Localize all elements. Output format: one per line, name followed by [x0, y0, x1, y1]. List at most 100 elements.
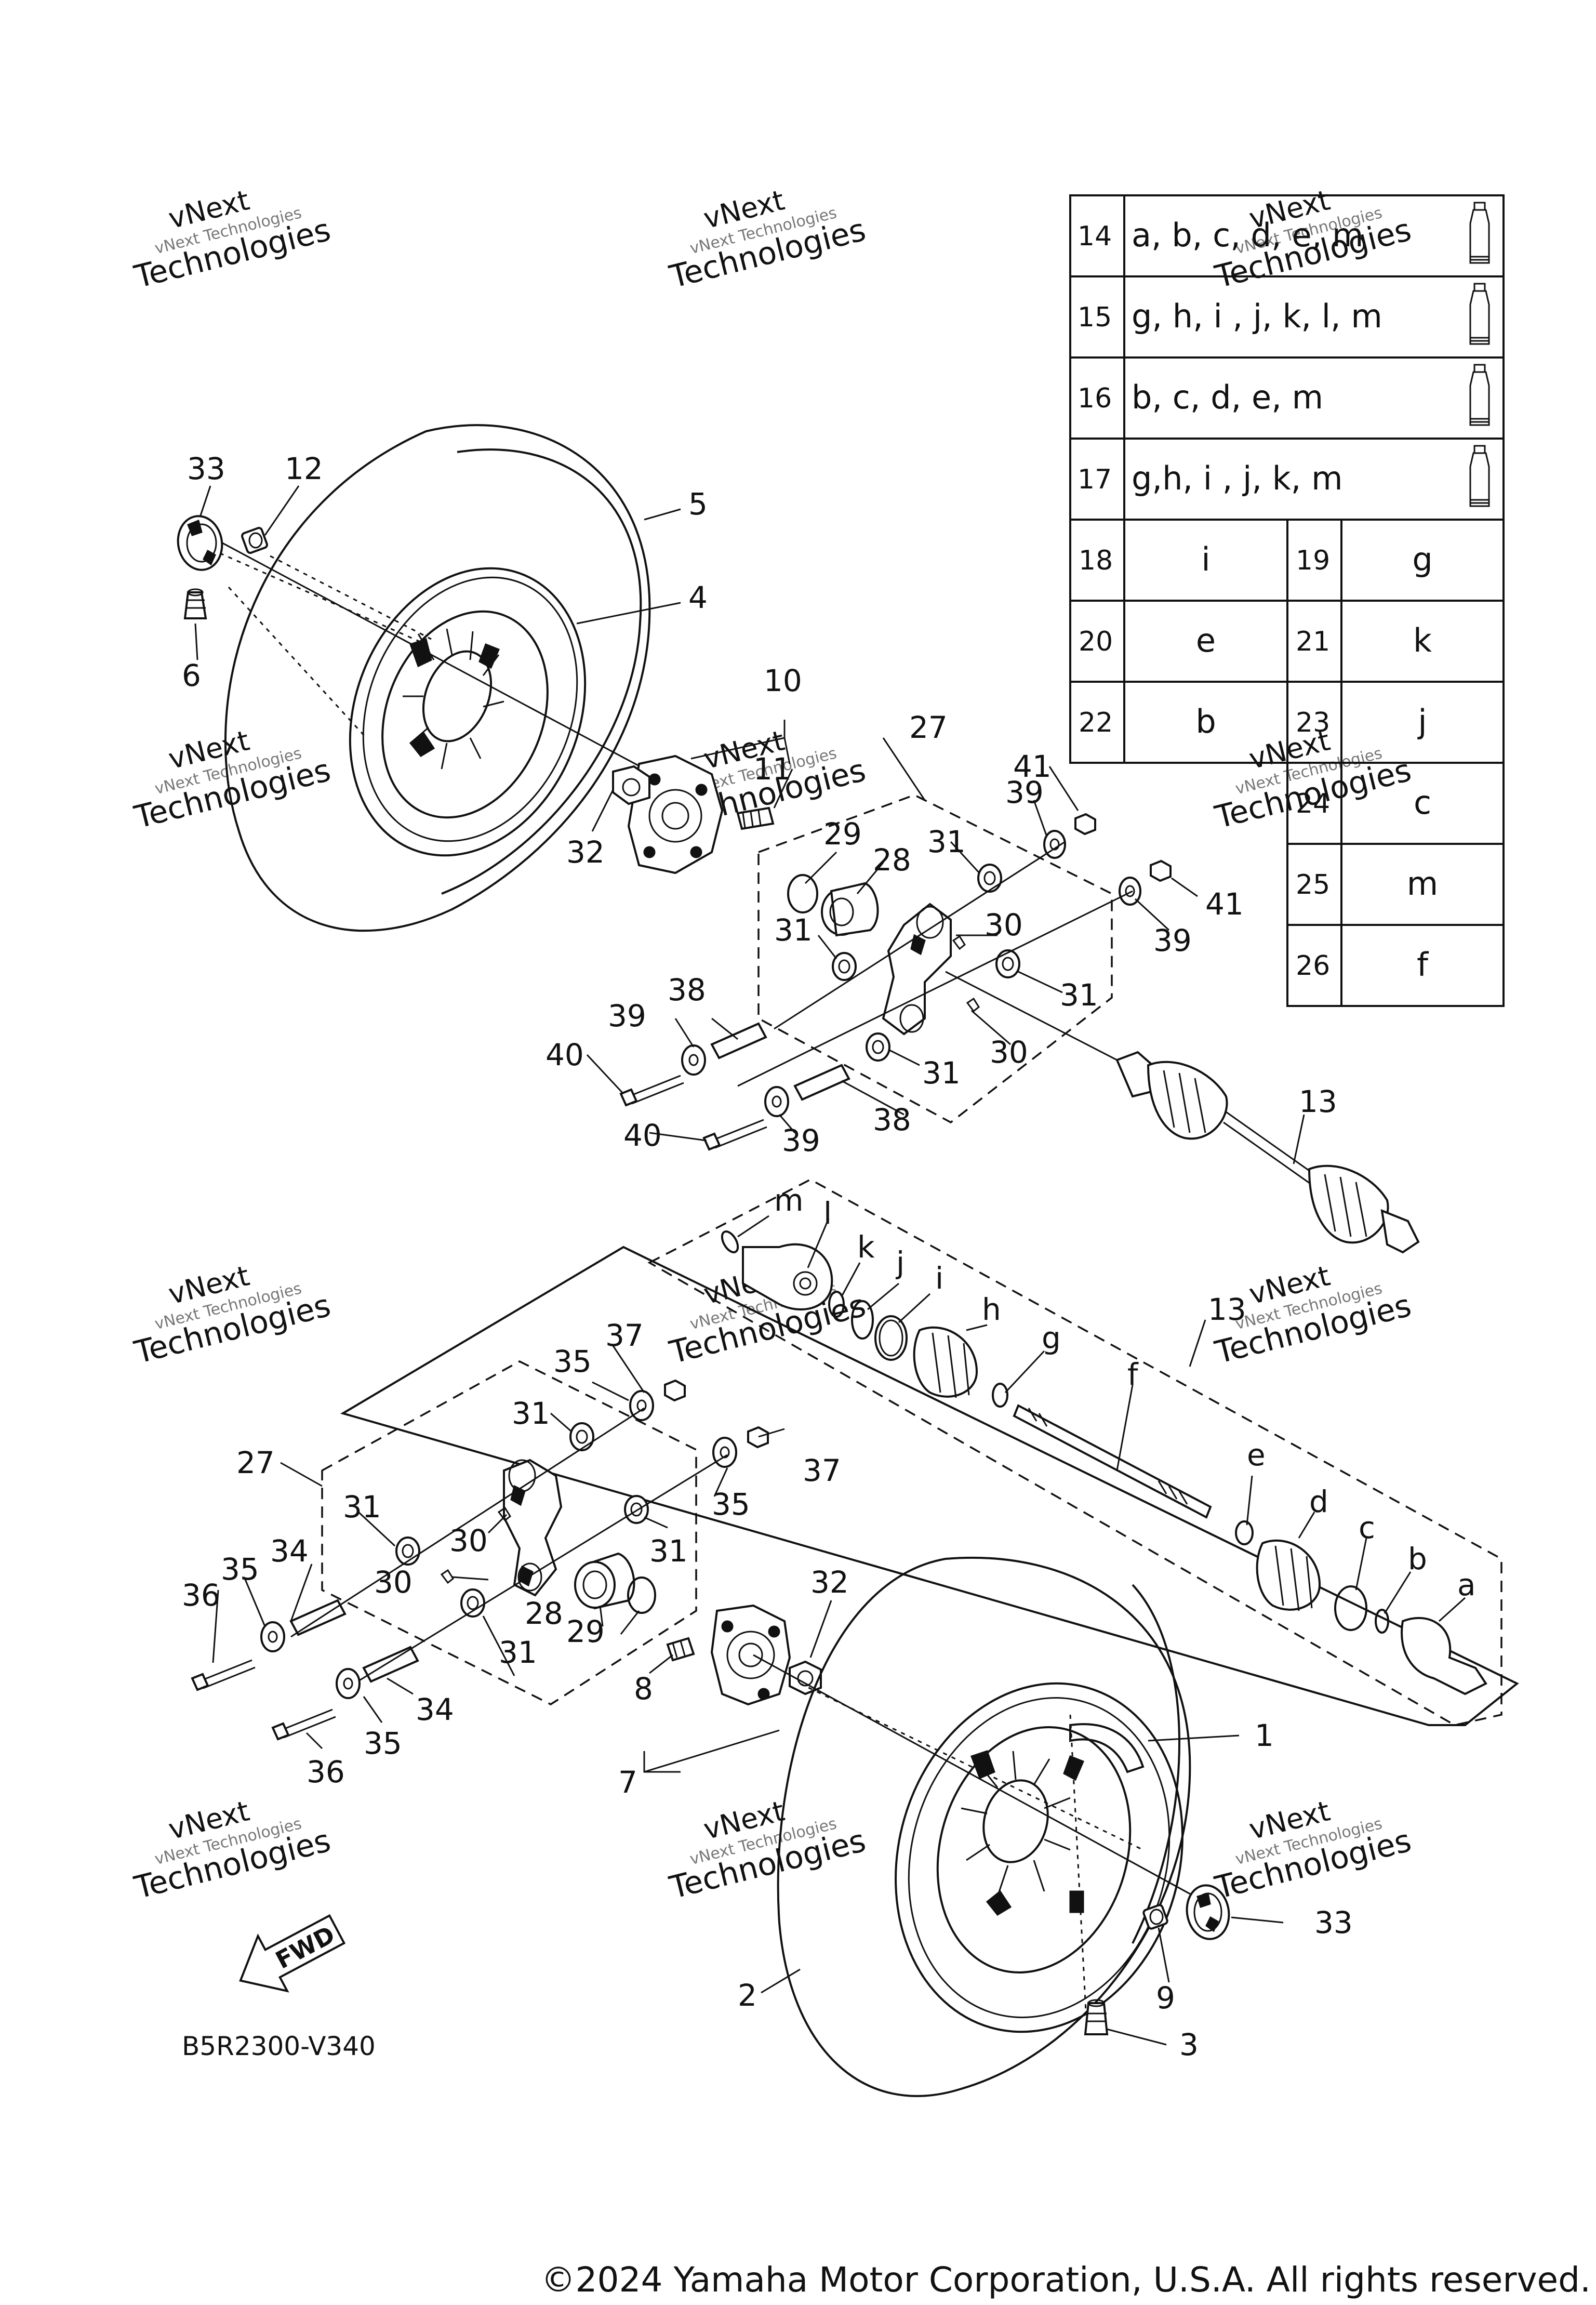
- svg-text:g,h, i , j, k, m: g,h, i , j, k, m: [1132, 459, 1342, 497]
- callout-4: 4: [688, 580, 708, 615]
- callout-7: 7: [618, 1765, 637, 1800]
- valve-stem-lower: [1084, 1999, 1109, 2035]
- bolt: [619, 1075, 684, 1107]
- drive-shaft-upper: [945, 971, 1420, 1254]
- label-e: e: [1247, 1437, 1266, 1473]
- svg-text:17: 17: [1078, 464, 1112, 495]
- washer: [260, 1621, 285, 1652]
- svg-text:i: i: [1201, 540, 1210, 578]
- callout-38: 38: [668, 972, 706, 1008]
- label-f: f: [1127, 1357, 1139, 1392]
- leader-lines: [194, 485, 1466, 2046]
- collar: [793, 1064, 850, 1101]
- label-g: g: [1042, 1320, 1061, 1356]
- nut: [1150, 859, 1172, 882]
- fwd-arrow-icon: FWD: [239, 1914, 346, 1993]
- collar: [362, 1646, 419, 1683]
- upper-arm-assembly: [619, 794, 1172, 1151]
- callout-38: 38: [873, 1102, 911, 1137]
- label-h: h: [982, 1292, 1001, 1327]
- label-l: l: [823, 1196, 832, 1231]
- legend-row-26: 26 f: [1296, 946, 1429, 984]
- legend-row-25: 25 m: [1296, 865, 1438, 903]
- washer: [712, 1437, 737, 1468]
- callout-31: 31: [922, 1055, 961, 1091]
- svg-text:23: 23: [1296, 707, 1330, 738]
- legend-row-22-23: 22 b 23 j: [1079, 703, 1427, 740]
- callout-35: 35: [221, 1552, 259, 1587]
- center-cap-lower: [1186, 1884, 1230, 1940]
- callout-40: 40: [623, 1118, 662, 1153]
- callout-33: 33: [1314, 1905, 1353, 1940]
- callout-5: 5: [688, 486, 708, 522]
- bearing-upper: [821, 882, 879, 937]
- callout-34: 34: [270, 1533, 309, 1569]
- cotter-pin: [966, 997, 980, 1013]
- svg-text:20: 20: [1079, 626, 1113, 657]
- hub-stud-upper: [736, 806, 775, 830]
- bushing: [866, 1032, 890, 1062]
- label-d: d: [1309, 1484, 1328, 1519]
- watermark: vNext vNext Technologies Technologies: [666, 1794, 869, 1906]
- wheel-hub-upper: [627, 754, 724, 875]
- grease-tube-icon: [1469, 202, 1490, 264]
- callout-10: 10: [764, 663, 802, 698]
- callout-29: 29: [566, 1614, 605, 1649]
- callout-30: 30: [990, 1035, 1028, 1070]
- bolt: [191, 1659, 256, 1691]
- cotter-pin: [952, 935, 966, 950]
- watermark: vNext vNext Technologies Technologies: [130, 1794, 334, 1906]
- callout-35: 35: [553, 1344, 592, 1379]
- legend-row-16: 16 b, c, d, e, m: [1078, 364, 1490, 426]
- bushing: [995, 949, 1020, 978]
- callout-30: 30: [374, 1565, 413, 1600]
- svg-text:22: 22: [1079, 707, 1113, 738]
- svg-text:b: b: [1195, 703, 1216, 740]
- callout-3: 3: [1179, 2027, 1199, 2062]
- watermark: vNext vNext Technologies Technologies: [666, 183, 869, 295]
- axle-nut-lower: [789, 1660, 822, 1695]
- svg-text:e: e: [1196, 621, 1216, 659]
- grease-tube-icon: [1469, 283, 1490, 345]
- svg-text:g: g: [1412, 540, 1432, 578]
- svg-text:15: 15: [1078, 302, 1112, 333]
- watermark: vNext vNext Technologies Technologies: [130, 1259, 334, 1371]
- callout-39: 39: [608, 998, 646, 1034]
- callout-numbers: 33 12 5 4 6 10 11 32 27 41 39 31 29 28 3…: [182, 451, 1353, 2062]
- svg-text:a, b, c, d, e, m: a, b, c, d, e, m: [1132, 216, 1363, 254]
- label-c: c: [1359, 1510, 1375, 1545]
- callout-37: 37: [605, 1318, 644, 1353]
- upper-wheel-assembly: [177, 424, 775, 932]
- svg-text:m: m: [1407, 865, 1438, 903]
- grease-tube-icon: [1469, 445, 1490, 507]
- rim-spokes-lower: [961, 1723, 1145, 1916]
- legend-row-15: 15 g, h, i , j, k, l, m: [1078, 283, 1490, 345]
- callout-40: 40: [546, 1037, 584, 1072]
- label-b: b: [1408, 1541, 1427, 1577]
- tire-upper: [224, 424, 651, 932]
- svg-text:j: j: [1417, 703, 1427, 740]
- legend-row-18-19: 18 i 19 g: [1079, 540, 1433, 578]
- bushing: [624, 1495, 649, 1524]
- svg-text:14: 14: [1078, 221, 1112, 252]
- callout-29: 29: [823, 816, 862, 852]
- callout-31: 31: [774, 912, 813, 948]
- callout-27: 27: [236, 1445, 275, 1480]
- callout-35: 35: [364, 1726, 402, 1761]
- nut: [664, 1379, 686, 1402]
- letter-labels: m l k j i h g f e d c b a: [774, 1183, 1476, 1602]
- callout-11: 11: [753, 751, 792, 787]
- callout-32: 32: [810, 1565, 849, 1600]
- svg-text:26: 26: [1296, 950, 1330, 982]
- callout-36: 36: [182, 1578, 220, 1613]
- label-a: a: [1457, 1567, 1476, 1602]
- callout-30: 30: [449, 1523, 488, 1558]
- bushing: [977, 864, 1002, 893]
- label-m: m: [774, 1183, 804, 1218]
- svg-text:g, h, i , j, k, l, m: g, h, i , j, k, l, m: [1132, 297, 1382, 335]
- callout-28: 28: [525, 1596, 563, 1631]
- copyright-notice: ©2024 Yamaha Motor Corporation, U.S.A. A…: [541, 2260, 1591, 2300]
- legend-row-20-21: 20 e 21 k: [1079, 621, 1432, 659]
- snap-ring-upper: [787, 874, 818, 913]
- valve-stem-upper: [183, 588, 207, 619]
